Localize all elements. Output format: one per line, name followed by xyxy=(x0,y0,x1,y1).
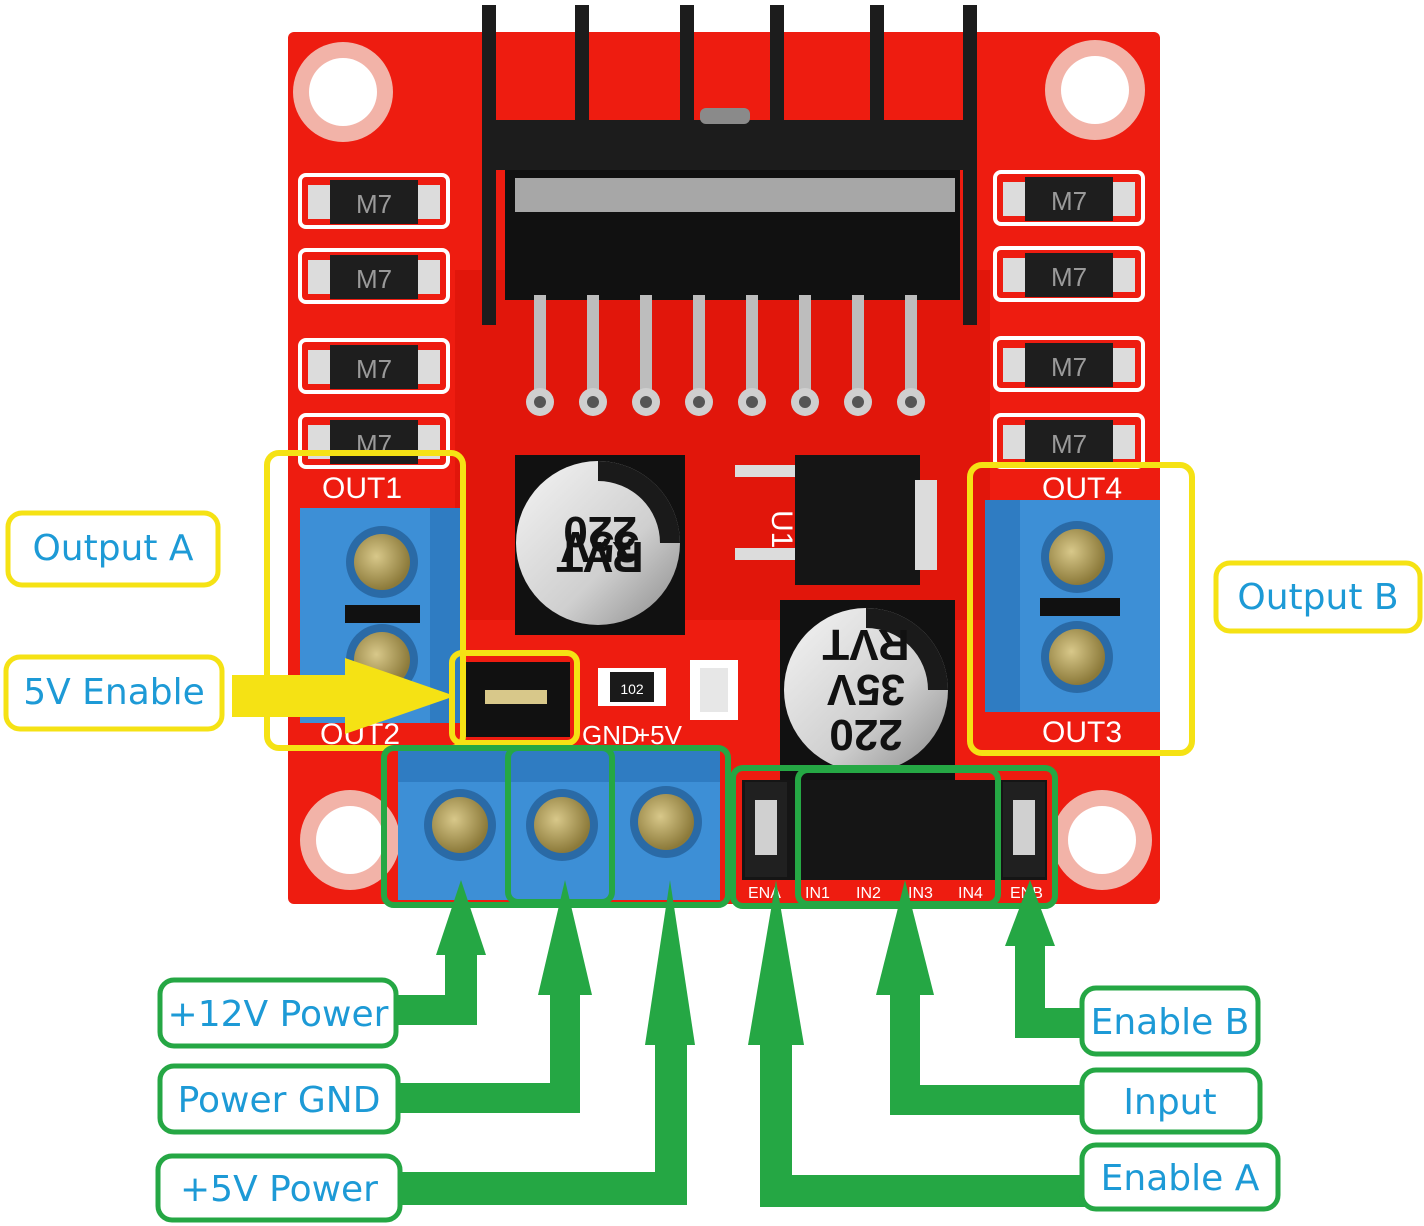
callout-five-v-enable: 5V Enable xyxy=(3,654,225,732)
diode-4: M7 xyxy=(298,413,450,469)
callout-plus12v-power: +12V Power xyxy=(157,977,399,1049)
driver-pin-7 xyxy=(844,295,872,416)
highlight-output-b-terminal xyxy=(967,462,1195,756)
control-header xyxy=(742,780,1047,880)
resistor: 102 xyxy=(598,668,666,706)
diode-marking: M7 xyxy=(356,354,392,384)
diode-3: M7 xyxy=(298,338,450,394)
capacitor-lower: RVT 35V 220 xyxy=(780,600,955,780)
power-led xyxy=(690,660,738,720)
capacitor-upper: RVT 35V 220 xyxy=(515,455,685,635)
callout-enable-b-text: Enable B xyxy=(1091,1002,1250,1043)
mounting-hole-bottom-right xyxy=(1052,790,1152,890)
five-v-enable-arrow xyxy=(232,658,455,734)
diode-marking: M7 xyxy=(1051,352,1087,382)
highlight-input-pins xyxy=(795,767,1001,907)
green-arrows xyxy=(390,880,1090,1207)
cap-upper-line3: 220 xyxy=(563,507,636,556)
diode-8: M7 xyxy=(993,413,1145,469)
voltage-regulator: U1 xyxy=(735,455,937,585)
callout-output-b-text: Output B xyxy=(1237,577,1398,618)
callout-enable-a-text: Enable A xyxy=(1101,1158,1260,1199)
callout-output-a-text: Output A xyxy=(32,528,193,569)
diode-2: M7 xyxy=(298,248,450,304)
callout-plus5v-power-text: +5V Power xyxy=(180,1169,378,1210)
callout-input: Input xyxy=(1079,1067,1263,1135)
callout-plus12v-power-text: +12V Power xyxy=(168,994,389,1035)
highlight-output-a-terminal xyxy=(264,450,466,751)
callout-output-a: Output A xyxy=(5,510,221,588)
heatsink xyxy=(482,5,977,325)
cap-lower-line2: 35V xyxy=(826,665,905,714)
resistor-marking: 102 xyxy=(620,681,644,697)
silk-out3: OUT3 xyxy=(1042,716,1122,749)
silk-u1: U1 xyxy=(765,510,798,548)
driver-pin-1 xyxy=(526,295,554,416)
driver-pin-2 xyxy=(579,295,607,416)
highlight-five-v-jumper xyxy=(449,650,580,746)
green-highlights xyxy=(381,745,1058,909)
driver-pin-3 xyxy=(632,295,660,416)
silk-in3: IN3 xyxy=(908,885,933,902)
silk-out4: OUT4 xyxy=(1042,472,1122,505)
diode-1: M7 xyxy=(298,173,450,229)
terminal-block-power xyxy=(398,750,720,900)
five-v-enable-jumper xyxy=(462,662,570,737)
motor-driver-pins xyxy=(526,295,925,416)
diode-6: M7 xyxy=(993,246,1145,302)
driver-pin-6 xyxy=(791,295,819,416)
diode-marking: M7 xyxy=(1051,186,1087,216)
mounting-hole-bottom-left xyxy=(300,790,400,890)
callout-power-gnd: Power GND xyxy=(157,1063,401,1135)
callout-output-b: Output B xyxy=(1213,560,1423,634)
diode-7: M7 xyxy=(993,336,1145,392)
driver-pin-5 xyxy=(738,295,766,416)
silk-in1: IN1 xyxy=(805,885,830,902)
callout-plus5v-power: +5V Power xyxy=(155,1153,403,1223)
driver-pin-4 xyxy=(685,295,713,416)
cap-lower-line3: 220 xyxy=(829,710,902,759)
callout-enable-a: Enable A xyxy=(1079,1142,1281,1212)
diode-marking: M7 xyxy=(356,264,392,294)
cap-lower-line1: RVT xyxy=(822,620,909,669)
diode-marking: M7 xyxy=(1051,429,1087,459)
callout-five-v-enable-text: 5V Enable xyxy=(23,672,205,713)
callout-input-text: Input xyxy=(1123,1082,1216,1123)
diode-marking: M7 xyxy=(1051,262,1087,292)
diode-marking: M7 xyxy=(356,189,392,219)
silk-ena: ENA xyxy=(748,885,781,902)
terminal-block-output-b xyxy=(985,500,1160,712)
silk-out1: OUT1 xyxy=(322,472,402,505)
callout-power-gnd-text: Power GND xyxy=(178,1080,381,1121)
driver-pin-8 xyxy=(897,295,925,416)
silk-in2: IN2 xyxy=(856,885,881,902)
mounting-hole-top-right xyxy=(1045,40,1145,140)
diode-5: M7 xyxy=(993,170,1145,226)
silk-in4: IN4 xyxy=(958,885,983,902)
yellow-highlights xyxy=(264,450,1195,756)
mounting-hole-top-left xyxy=(293,42,393,142)
cap-upper-line2: 35V xyxy=(560,522,639,571)
callout-enable-b: Enable B xyxy=(1079,985,1261,1057)
cap-upper-line1: RVT xyxy=(556,532,643,581)
